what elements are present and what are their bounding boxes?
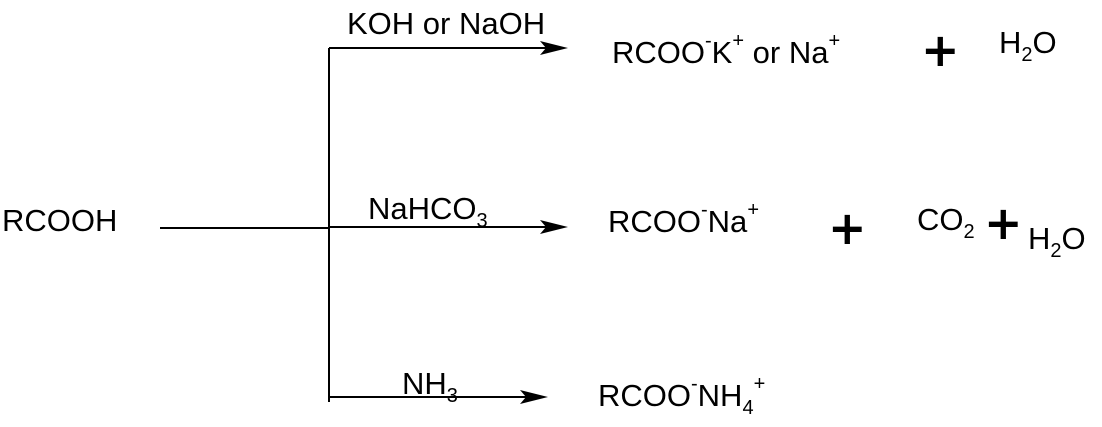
- product-row1-water: H2O: [999, 25, 1057, 66]
- product-row3-salt: RCOO-NH4+: [598, 373, 766, 419]
- product-row1-salt: RCOO-K+ or Na+: [612, 30, 841, 70]
- reagent-bicarbonate-label: NaHCO3: [368, 191, 488, 232]
- arrow-3-head: [520, 390, 548, 404]
- product-row2-plus-2: +: [984, 196, 1023, 250]
- reactant-label: RCOOH: [2, 203, 118, 238]
- product-row2-co2: CO2: [917, 202, 975, 243]
- arrow-2-head: [540, 220, 568, 234]
- reagent-ammonia-label: NH3: [402, 366, 458, 407]
- product-row2-water: H2O: [1028, 221, 1086, 262]
- product-row2-plus-1: +: [828, 201, 867, 255]
- arrow-1-head: [540, 41, 568, 55]
- product-row1-plus: +: [921, 23, 960, 77]
- product-row2-salt: RCOO-Na+: [608, 199, 759, 239]
- reagent-base-label: KOH or NaOH: [347, 6, 546, 41]
